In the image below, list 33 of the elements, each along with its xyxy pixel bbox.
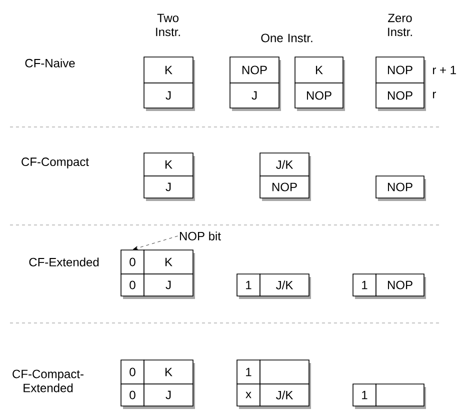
table-cell: NOP: [230, 56, 280, 84]
table-cell: K: [294, 56, 344, 84]
table-cell: J: [144, 176, 194, 198]
label: CF-Extended: [29, 258, 99, 266]
leader-line: [132, 236, 178, 250]
table-cell: 1: [236, 360, 260, 384]
table-cell: J: [230, 82, 280, 108]
table-cell: 1: [352, 274, 376, 296]
table-cell: NOP: [376, 56, 424, 84]
label: r + 1: [433, 66, 456, 74]
table-cell: NOP: [260, 176, 310, 198]
annotation-text: NOP bit: [180, 232, 221, 240]
table-cell: 0: [120, 274, 144, 296]
label: CF-Compact- Extended: [12, 370, 84, 392]
table-cell: 0: [120, 384, 144, 406]
table-cell: J/K: [260, 152, 310, 176]
table-cell: x: [236, 384, 260, 406]
table-cell: 0: [120, 250, 144, 274]
table-cell: K: [144, 56, 194, 84]
label: Two Instr.: [156, 14, 180, 36]
table-cell: 1: [236, 274, 260, 296]
table-cell: 1: [352, 384, 376, 406]
label: r: [433, 92, 436, 98]
table-cell: NOP: [294, 82, 344, 108]
table-cell: J: [144, 82, 194, 108]
table-cell: NOP: [376, 82, 424, 108]
label: One Instr.: [261, 34, 312, 42]
table-cell: NOP: [376, 176, 424, 198]
label: Zero Instr.: [388, 14, 412, 36]
label: CF-Naive: [25, 58, 75, 68]
table-cell: K: [144, 152, 194, 176]
label: CF-Compact: [22, 158, 89, 168]
table-cell: 0: [120, 360, 144, 384]
